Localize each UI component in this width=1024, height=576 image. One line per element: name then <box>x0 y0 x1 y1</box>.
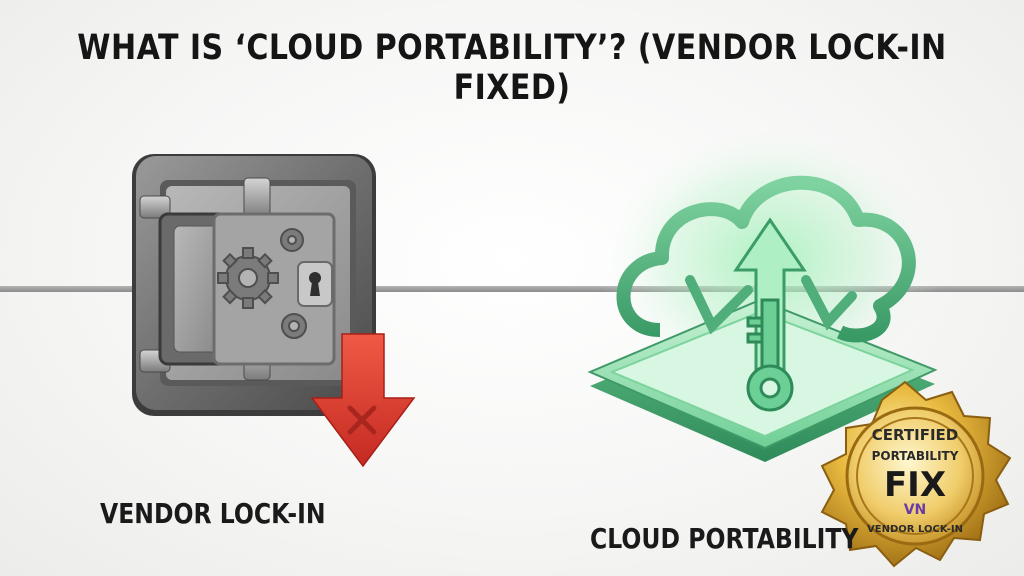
badge-middle-text: PORTABILITY <box>872 449 959 463</box>
vendor-lock-in-label: VENDOR LOCK-IN <box>100 497 326 530</box>
gear-icon <box>217 228 307 339</box>
cycle-arrows <box>685 275 857 335</box>
page-title: WHAT IS ‘CLOUD PORTABILITY’? (VENDOR LOC… <box>77 28 947 108</box>
down-arrow-icon <box>310 333 416 468</box>
divider-line <box>0 286 1024 292</box>
badge-top-text: CERTIFIED <box>872 426 958 444</box>
certified-badge <box>820 380 1012 568</box>
x-mark-icon <box>347 405 377 435</box>
badge-logo: VN <box>904 502 927 518</box>
badge-main-text: FIX <box>884 465 946 505</box>
badge-bottom-text: VENDOR LOCK-IN <box>867 524 963 535</box>
keyhole-icon <box>297 261 333 307</box>
key-icon <box>746 298 794 412</box>
cloud-portability-label: CLOUD PORTABILITY <box>590 522 859 555</box>
cloud-icon <box>616 175 916 343</box>
